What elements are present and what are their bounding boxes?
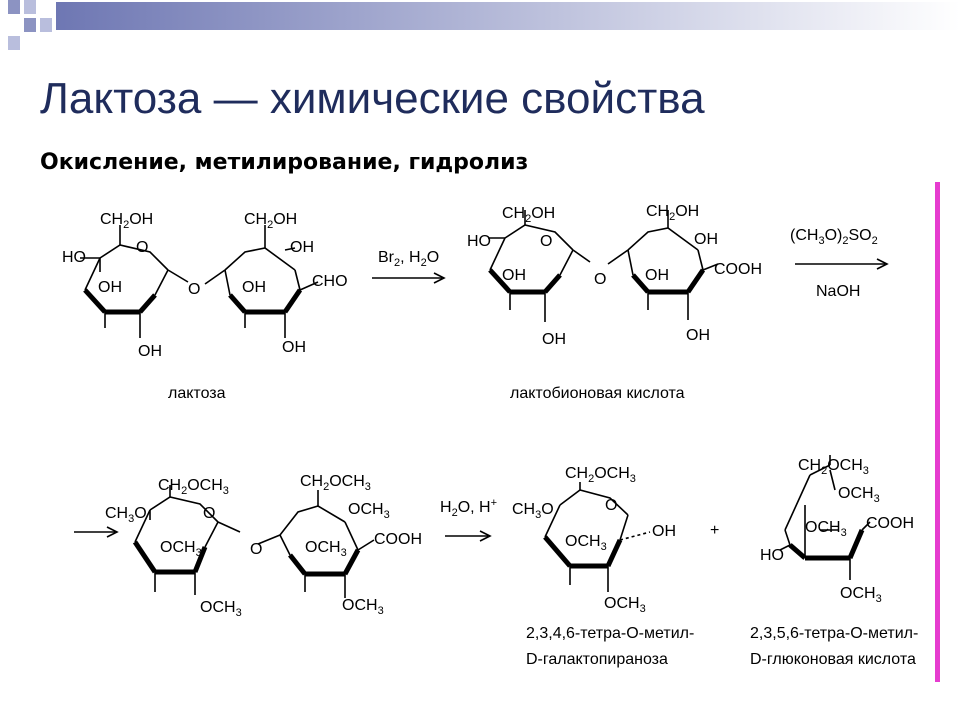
svg-text:OCH3: OCH3: [160, 539, 202, 559]
product2-caption-line1: 2,3,5,6-тетра-О-метил-: [750, 625, 918, 642]
svg-text:O: O: [594, 271, 606, 288]
svg-text:OCH3: OCH3: [604, 595, 646, 615]
accent-line: [935, 182, 940, 682]
svg-text:O: O: [188, 281, 200, 298]
header-square-5: [8, 36, 20, 50]
svg-text:CH2OH: CH2OH: [244, 211, 297, 231]
reagent-2-top: (CH3O)2SO2: [790, 227, 878, 247]
lactobionic-acid-structure: CH2OH HO O OH OH O CH2OH OH OH COOH OH: [467, 203, 762, 348]
svg-text:CH2OH: CH2OH: [502, 205, 555, 225]
svg-text:CHO: CHO: [312, 273, 348, 290]
svg-text:COOH: COOH: [374, 531, 422, 548]
header-square-2: [24, 0, 36, 14]
svg-text:HO: HO: [760, 547, 784, 564]
svg-text:CH2OH: CH2OH: [646, 203, 699, 223]
svg-text:COOH: COOH: [714, 261, 762, 278]
svg-text:CH3O: CH3O: [512, 501, 554, 521]
plus-sign: +: [710, 522, 719, 539]
methylated-lactobionic-acid-structure: CH2OCH3 CH3O O OCH3 OCH3 O CH2OCH3 OCH3 …: [105, 473, 422, 619]
reagent-2-bottom: NaOH: [816, 283, 860, 300]
header-square-3: [24, 18, 36, 32]
svg-text:CH2OH: CH2OH: [100, 211, 153, 231]
svg-text:OH: OH: [645, 267, 669, 284]
svg-text:OH: OH: [542, 331, 566, 348]
svg-text:CH2OCH3: CH2OCH3: [300, 473, 371, 493]
lactose-caption: лактоза: [168, 385, 226, 402]
header-square-4: [40, 18, 52, 32]
reagent-3: H2O, H+: [440, 497, 497, 519]
svg-text:OCH3: OCH3: [840, 585, 882, 605]
svg-text:OCH3: OCH3: [565, 533, 607, 553]
svg-text:HO: HO: [62, 249, 86, 266]
svg-text:OH: OH: [694, 231, 718, 248]
tetramethyl-gluconic-acid-structure: CH2OCH3 OCH3 OCH3 COOH HO OCH3: [760, 455, 914, 605]
page-title: Лактоза — химические свойства: [40, 74, 705, 123]
tetramethyl-galactopyranose-structure: CH2OCH3 CH3O O OCH3 OH OCH3: [512, 465, 676, 615]
product1-caption-line2: D-галактопираноза: [526, 651, 668, 668]
svg-text:CH2OCH3: CH2OCH3: [158, 477, 229, 497]
svg-text:OH: OH: [138, 343, 162, 360]
svg-text:O: O: [250, 541, 262, 558]
svg-text:HO: HO: [467, 233, 491, 250]
header-square-1: [8, 0, 20, 14]
svg-text:OH: OH: [98, 279, 122, 296]
lactobionic-acid-caption: лактобионовая кислота: [510, 385, 685, 402]
svg-text:COOH: COOH: [866, 515, 914, 532]
svg-text:O: O: [203, 505, 215, 522]
svg-text:OCH3: OCH3: [838, 485, 880, 505]
svg-text:O: O: [136, 239, 148, 256]
svg-text:OCH3: OCH3: [348, 501, 390, 521]
svg-text:OH: OH: [242, 279, 266, 296]
svg-text:O: O: [540, 233, 552, 250]
svg-text:OH: OH: [652, 523, 676, 540]
svg-text:OH: OH: [282, 339, 306, 356]
lactose-structure: CH2OH HO O OH OH O CH2OH OH OH CHO OH: [62, 211, 348, 360]
svg-text:CH2OCH3: CH2OCH3: [798, 457, 869, 477]
svg-text:O: O: [605, 497, 617, 514]
svg-text:OCH3: OCH3: [305, 539, 347, 559]
svg-text:OCH3: OCH3: [342, 597, 384, 617]
product2-caption-line2: D-глюконовая кислота: [750, 651, 916, 668]
product1-caption-line1: 2,3,4,6-тетра-О-метил-: [526, 625, 694, 642]
page-subtitle: Окисление, метилирование, гидролиз: [40, 150, 529, 175]
svg-text:CH3O: CH3O: [105, 505, 147, 525]
svg-text:OH: OH: [502, 267, 526, 284]
svg-text:CH2OCH3: CH2OCH3: [565, 465, 636, 485]
header-bar: [56, 2, 960, 30]
svg-text:OH: OH: [686, 327, 710, 344]
svg-text:OCH3: OCH3: [200, 599, 242, 619]
svg-text:OCH3: OCH3: [805, 519, 847, 539]
svg-text:OH: OH: [290, 239, 314, 256]
reagent-1: Br2, H2O: [378, 249, 439, 269]
